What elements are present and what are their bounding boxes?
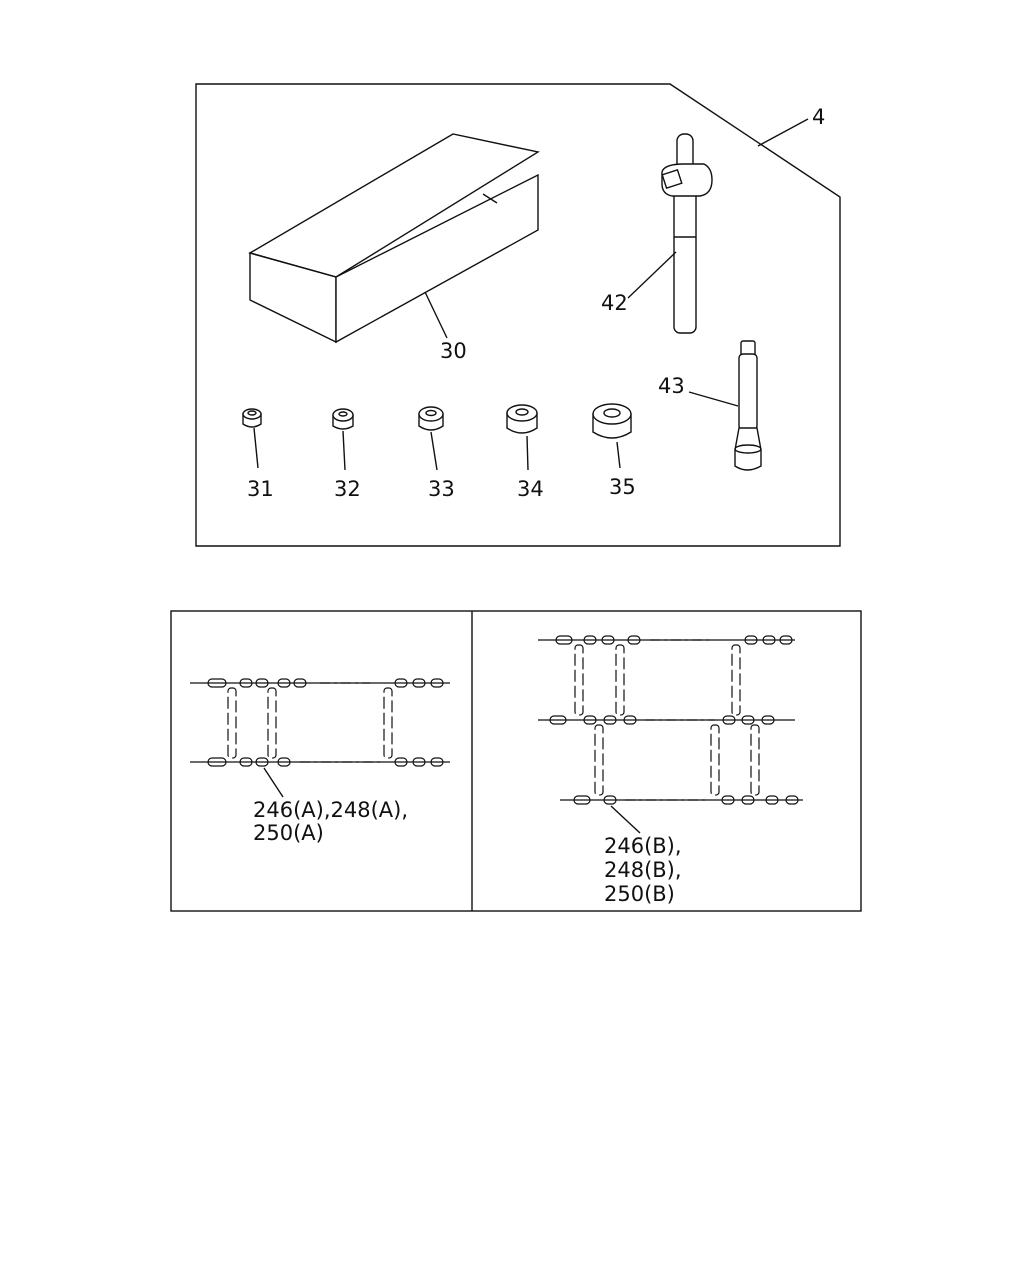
square-drive-icon [661,168,683,190]
callout-31: 31 [247,477,274,501]
leader-32 [342,430,346,471]
leader-34 [526,435,529,471]
socket-33 [418,406,444,431]
chain-a-diagram [190,678,450,767]
callout-30: 30 [440,339,467,363]
leader-30 [424,291,448,339]
leader-chain-b [610,805,641,834]
chain-b-label-line3: 250(B) [604,882,675,906]
leader-35 [616,441,621,469]
leader-42 [627,251,677,299]
toolbox [248,133,540,344]
callout-35: 35 [609,475,636,499]
tool-kit-panel: 4 30 42 43 [195,83,841,547]
leader-43 [688,391,739,407]
leader-4 [757,118,809,147]
leader-31 [253,427,259,469]
socket-32 [332,408,354,430]
leader-chain-a [263,767,284,798]
tire-chain-frame [170,610,862,912]
socket-35 [592,403,632,439]
callout-34: 34 [517,477,544,501]
chain-a-label-line2: 250(A) [253,821,324,845]
socket-31 [242,408,262,428]
chain-a-label-line1: 246(A),248(A), [253,798,408,822]
callout-33: 33 [428,477,455,501]
tire-chain-panel: 246(A),248(A), 250(A) [170,610,862,912]
callout-4: 4 [812,105,825,129]
tool-kit-frame [195,83,841,547]
extension-bar [734,340,762,471]
toolbox-side [335,173,539,344]
callout-32: 32 [334,477,361,501]
callout-42: 42 [601,291,628,315]
handle-tool [661,133,713,334]
chain-b-label-line1: 246(B), [604,834,682,858]
socket-34 [506,404,538,434]
chain-b-diagram [538,635,803,805]
callout-43: 43 [658,374,685,398]
leader-33 [430,431,438,471]
chain-b-label-line2: 248(B), [604,858,682,882]
